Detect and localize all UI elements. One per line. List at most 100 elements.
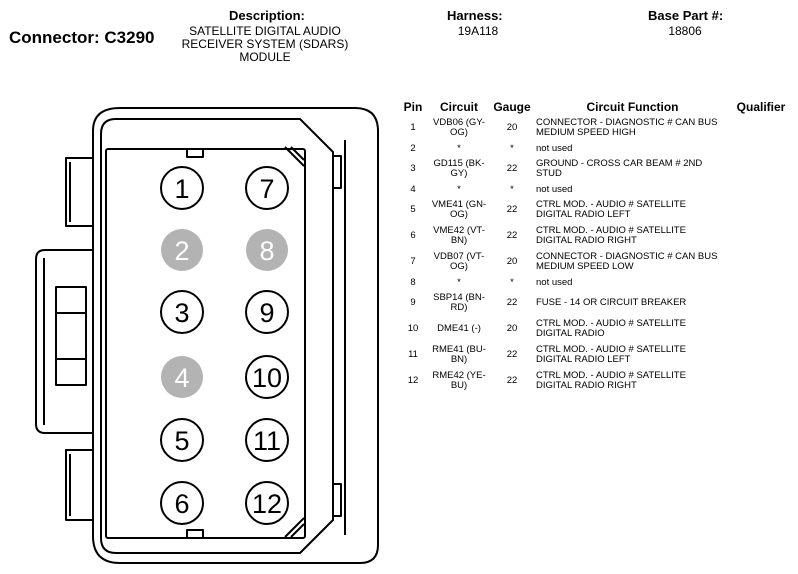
function-cell-line: not used — [536, 142, 573, 154]
lock-block-bottom — [55, 358, 87, 386]
table-row: 2 * * not used — [398, 141, 791, 156]
circuit-cell: VDB07 (VT-OG) — [428, 249, 490, 275]
circuit-cell-line: * — [457, 142, 461, 154]
function-cell-line: DIGITAL RADIO RIGHT — [536, 235, 637, 246]
pin-6-label: 6 — [174, 489, 189, 519]
circuit-cell-line: VME41 (GN- — [431, 199, 487, 210]
circuit-cell-line: GY) — [450, 168, 468, 179]
base-part-value: 18806 — [668, 24, 702, 38]
pin-cell: 11 — [408, 349, 418, 360]
circuit-cell-line: BN) — [450, 354, 468, 365]
qualifier-cell — [731, 316, 791, 342]
pin-9-circle — [245, 290, 289, 334]
qualifier-cell — [731, 290, 791, 316]
table-row: 1 VDB06 (GY-OG) 20 CONNECTOR - DIAGNOSTIC #… — [398, 115, 791, 141]
function-cell-line: not used — [536, 276, 573, 288]
qualifier-cell — [731, 223, 791, 249]
function-cell-line: not used — [536, 183, 573, 195]
key-bottom — [186, 529, 204, 539]
upper-latch — [65, 157, 93, 227]
lock-block-top — [55, 286, 87, 314]
circuit-cell: VME42 (VT-BN) — [428, 223, 490, 249]
qualifier-cell — [731, 342, 791, 368]
pin-cell: 5 — [410, 204, 416, 215]
right-slot-top — [332, 155, 342, 189]
circuit-cell-line: GD115 (BK- — [433, 158, 485, 169]
gauge-cell: 22 — [506, 349, 518, 360]
pin-cell: 2 — [410, 142, 416, 154]
qualifier-cell — [731, 115, 791, 141]
pin-field — [105, 148, 306, 539]
pin-12-circle — [245, 481, 289, 525]
pin-5-label: 5 — [174, 426, 189, 456]
housing-inner — [100, 118, 334, 554]
pin-10-label: 10 — [252, 363, 282, 393]
gauge-cell: 20 — [506, 256, 518, 267]
pin-11-circle — [245, 418, 289, 462]
pin-cell: 10 — [407, 323, 419, 334]
qualifier-cell — [731, 141, 791, 156]
function-cell-line: DIGITAL RADIO RIGHT — [536, 380, 637, 391]
header-qualifier: Qualifier — [736, 100, 786, 114]
function-cell-line: FUSE - 14 OR CIRCUIT BREAKER — [536, 297, 687, 308]
function-cell-line: STUD — [536, 168, 562, 179]
circuit-cell: SBP14 (BN-RD) — [428, 290, 490, 316]
pin-1-label: 1 — [174, 174, 189, 204]
table-header-row: Pin Circuit Gauge Circuit Function Quali… — [398, 99, 791, 115]
pin-5-circle — [160, 418, 204, 462]
pin-4-circle — [161, 356, 203, 398]
qualifier-cell — [731, 275, 791, 290]
table-row: 4**not used — [398, 182, 791, 197]
pin-10-circle — [245, 355, 289, 399]
circuit-cell: * — [428, 182, 490, 197]
circuit-cell-line: OG) — [450, 209, 468, 220]
pin-cell: 1 — [410, 122, 416, 133]
gauge-cell: 22 — [506, 297, 518, 308]
circuit-cell: GD115 (BK-GY) — [428, 156, 490, 182]
connector-title: Connector: C3290 — [9, 28, 155, 47]
function-cell-line: CTRL MOD. - AUDIO # SATELLITE — [536, 225, 686, 236]
pin-11-label: 11 — [253, 426, 281, 456]
pin-cell: 4 — [410, 183, 416, 195]
function-cell: not used — [534, 141, 731, 156]
pin-1-circle — [160, 166, 204, 210]
circuit-cell: VDB06 (GY-OG) — [428, 115, 490, 141]
circuit-cell: * — [428, 275, 490, 290]
table-row: 7 VDB07 (VT-OG) 20 CONNECTOR - DIAGNOSTIC #… — [398, 249, 791, 275]
function-cell-line: CONNECTOR - DIAGNOSTIC # CAN BUS — [536, 251, 718, 262]
pin-table: Pin Circuit Gauge Circuit Function Quali… — [398, 99, 791, 394]
function-cell: not used — [534, 275, 731, 290]
circuit-cell-line: RME42 (YE- — [432, 370, 486, 381]
qualifier-cell — [731, 182, 791, 197]
gauge-cell: * — [510, 142, 514, 154]
function-cell-line: CTRL MOD. - AUDIO # SATELLITE — [536, 318, 686, 329]
function-cell-line: DIGITAL RADIO LEFT — [536, 209, 631, 220]
description-label: Description: — [229, 8, 305, 23]
gauge-cell: 20 — [506, 122, 518, 133]
function-cell-line: CONNECTOR - DIAGNOSTIC # CAN BUS — [536, 117, 718, 128]
pin-8-circle — [246, 229, 288, 271]
header-circuit-function: Circuit Function — [586, 100, 679, 114]
qualifier-cell — [731, 156, 791, 182]
function-cell-line: DIGITAL RADIO LEFT — [536, 354, 631, 365]
pin-7-label: 7 — [259, 174, 274, 204]
function-cell: not used — [534, 182, 731, 197]
circuit-cell-line: RME41 (BU- — [432, 344, 486, 355]
circuit-cell: VME41 (GN-OG) — [428, 197, 490, 223]
pin-cell: 7 — [410, 256, 416, 267]
key-top — [186, 148, 204, 158]
circuit-cell-line: OG) — [450, 261, 468, 272]
circuit-cell-line: BU) — [450, 380, 468, 391]
pin-cell: 3 — [410, 163, 416, 174]
